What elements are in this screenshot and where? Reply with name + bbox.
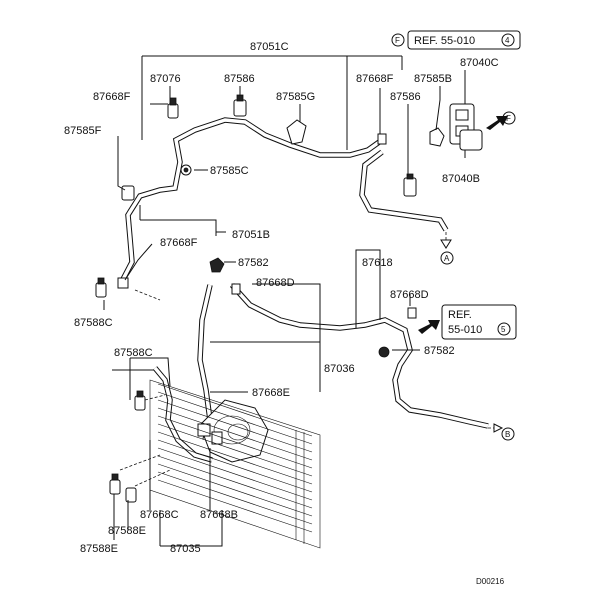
leaders	[103, 70, 466, 547]
part-87585F	[121, 185, 135, 201]
arrow-to-A	[440, 239, 452, 249]
label-87586-a: 87586	[224, 73, 255, 85]
ref-top-prefix: F	[395, 36, 400, 45]
pipe-assembly-87051C	[117, 117, 449, 287]
bracket-87051C	[141, 55, 403, 150]
label-87582-a: 87582	[238, 257, 269, 269]
arrow-to-ref-5	[418, 320, 440, 334]
label-87586-b: 87586	[390, 91, 421, 103]
label-87668F-c: 87668F	[160, 237, 198, 249]
condenser	[149, 379, 321, 549]
label-87040C: 87040C	[460, 57, 499, 69]
label-87668C: 87668C	[140, 509, 179, 521]
part-87040B	[459, 129, 483, 151]
labels: 87051C 87076 87586 87668F 87585B 87040C …	[64, 41, 499, 555]
label-87588C-b: 87588C	[114, 347, 153, 359]
marker-F: F	[502, 111, 516, 125]
label-87582-b: 87582	[424, 345, 455, 357]
ref-mid-num: 5	[501, 325, 506, 334]
label-87668D-b: 87668D	[390, 289, 429, 301]
label-87036: 87036	[324, 363, 355, 375]
ref-mid-line1: REF.	[448, 309, 472, 321]
bolt-87588E-a	[109, 473, 121, 495]
label-87051B: 87051B	[232, 229, 270, 241]
label-87588E-a: 87588E	[108, 525, 146, 537]
bolt-87588E-b	[125, 487, 137, 503]
dash-2	[144, 394, 166, 401]
part-87586-b	[403, 173, 417, 197]
label-87076: 87076	[150, 73, 181, 85]
dash-1	[134, 289, 161, 301]
label-87035: 87035	[170, 543, 201, 555]
bolt-87588C-b	[134, 390, 146, 411]
part-87588C-a	[95, 277, 107, 298]
label-87668F-a: 87668F	[93, 91, 131, 103]
dash-3	[119, 454, 161, 471]
label-87618: 87618	[362, 257, 393, 269]
label-87588C-a: 87588C	[74, 317, 113, 329]
ref-box-mid: REF. 55-010 5	[441, 304, 517, 340]
label-87585F: 87585F	[64, 125, 102, 137]
svg-text:F: F	[506, 114, 511, 123]
part-87668D	[231, 283, 417, 319]
label-87588E-b: 87588E	[80, 543, 118, 555]
part-87585B	[429, 127, 445, 147]
pipe-87618	[229, 283, 489, 429]
label-87585G: 87585G	[276, 91, 315, 103]
part-87585C	[180, 164, 192, 176]
dash-4	[134, 469, 171, 487]
diagram-code: D00216	[476, 577, 505, 586]
marker-B: B	[501, 427, 515, 441]
arrow-to-F	[486, 116, 508, 130]
arrow-to-B	[493, 423, 504, 433]
bracket-87051B	[139, 205, 226, 236]
part-87668F-c	[117, 277, 129, 289]
label-87040B: 87040B	[442, 173, 480, 185]
marker-A: A	[440, 251, 454, 265]
ref-box-top: F REF. 55-010 4	[391, 30, 521, 50]
label-87668D-a: 87668D	[256, 277, 295, 289]
label-87668E: 87668E	[252, 387, 290, 399]
part-87668F-b	[377, 133, 387, 145]
svg-text:B: B	[505, 430, 510, 439]
label-87668B: 87668B	[200, 509, 238, 521]
label-87585B: 87585B	[414, 73, 452, 85]
part-87582-a	[209, 257, 225, 273]
ref-mid-line2: 55-010	[448, 324, 482, 336]
part-87586-a	[233, 94, 247, 117]
hose-87035	[152, 366, 213, 463]
ref-top-text: REF. 55-010	[414, 35, 475, 47]
ref-top-num: 4	[505, 36, 510, 45]
label-87585C: 87585C	[210, 165, 249, 177]
label-87668F-b: 87668F	[356, 73, 394, 85]
label-87051C: 87051C	[250, 41, 289, 53]
part-87585G	[286, 119, 307, 145]
part-87582-b	[378, 346, 390, 358]
svg-text:A: A	[444, 254, 450, 263]
part-87076	[167, 97, 179, 119]
